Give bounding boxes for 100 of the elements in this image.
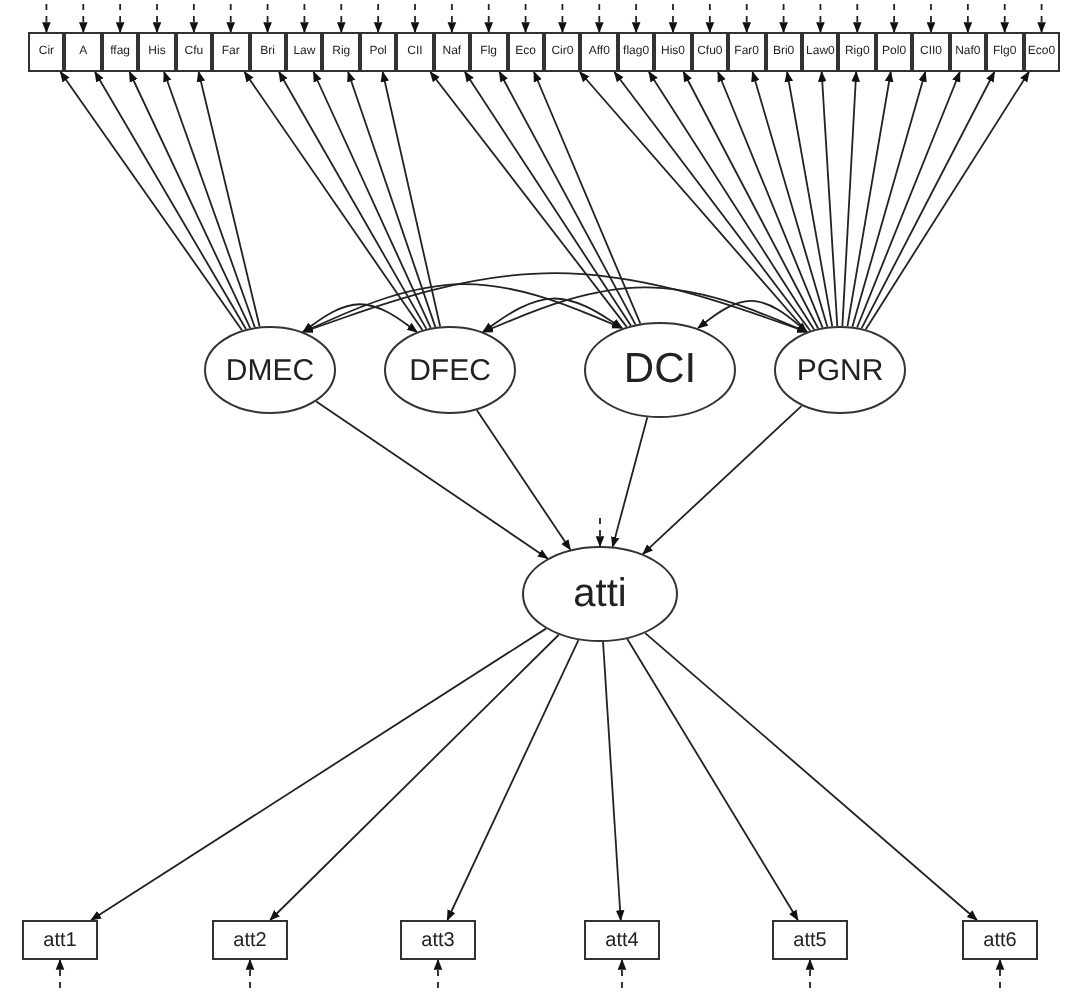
observed-variable-box bbox=[138, 32, 176, 72]
observed-variable-box bbox=[175, 32, 213, 72]
observed-variable-box bbox=[728, 32, 766, 72]
error-arrow bbox=[433, 958, 443, 989]
error-arrow bbox=[245, 958, 255, 989]
error-arrow bbox=[816, 3, 825, 34]
path-arrow bbox=[602, 641, 625, 922]
path-arrow bbox=[846, 70, 894, 328]
error-arrow bbox=[705, 3, 715, 34]
observed-variable-box bbox=[507, 32, 544, 72]
observed-variable-box bbox=[101, 32, 139, 72]
observed-variable-box bbox=[64, 32, 102, 72]
latent-variable-ellipse bbox=[522, 546, 678, 642]
observed-variable-box bbox=[949, 32, 987, 72]
path-arrow bbox=[642, 404, 803, 555]
path-arrow bbox=[464, 71, 632, 327]
observed-variable-box bbox=[912, 32, 950, 72]
path-arrow bbox=[860, 71, 996, 330]
error-arrow bbox=[995, 958, 1005, 989]
error-arrow bbox=[558, 3, 567, 34]
path-arrow bbox=[611, 416, 649, 548]
observed-variable-box bbox=[802, 32, 839, 72]
observed-variable-box bbox=[875, 32, 913, 72]
latent-variable-ellipse bbox=[774, 326, 906, 414]
observed-variable-box bbox=[772, 920, 848, 960]
variable-name: DMEC bbox=[225, 353, 315, 387]
path-arrow bbox=[278, 71, 428, 330]
variable-name: PGNR bbox=[796, 353, 884, 387]
path-arrow bbox=[476, 409, 572, 551]
path-arrow bbox=[613, 71, 812, 332]
observed-variable-box bbox=[400, 920, 476, 960]
path-arrow bbox=[717, 71, 824, 329]
error-arrow bbox=[595, 517, 605, 548]
variable-name: att4 bbox=[605, 929, 639, 951]
path-arrow bbox=[347, 71, 437, 328]
path-arrow bbox=[644, 632, 978, 921]
path-arrow bbox=[864, 71, 1030, 331]
path-arrow bbox=[128, 71, 252, 329]
observed-variable-box bbox=[212, 32, 250, 72]
error-arrow bbox=[42, 3, 51, 34]
path-arrow bbox=[90, 627, 547, 921]
observed-variable-box bbox=[986, 32, 1024, 72]
path-arrow bbox=[841, 70, 860, 327]
path-arrow bbox=[312, 71, 432, 329]
error-arrow bbox=[631, 3, 641, 34]
variable-name: att5 bbox=[793, 929, 827, 951]
path-arrow bbox=[626, 638, 799, 921]
path-arrow bbox=[163, 71, 256, 329]
path-arrow bbox=[269, 633, 560, 921]
error-arrow bbox=[410, 3, 420, 34]
covariance-arrow bbox=[482, 286, 808, 333]
error-arrow bbox=[1000, 3, 1010, 34]
path-arrow bbox=[429, 71, 628, 328]
variable-name: att1 bbox=[43, 929, 77, 951]
error-arrow bbox=[226, 3, 236, 34]
error-arrow bbox=[78, 3, 88, 34]
error-arrow bbox=[152, 3, 162, 34]
variable-name: att6 bbox=[983, 929, 1017, 951]
observed-variable-box bbox=[249, 32, 286, 72]
observed-variable-box bbox=[322, 32, 360, 72]
error-arrow bbox=[926, 3, 936, 34]
observed-variable-box bbox=[544, 32, 581, 72]
covariance-arrow bbox=[302, 303, 418, 333]
observed-variable-box bbox=[212, 920, 288, 960]
path-arrow bbox=[784, 70, 834, 328]
covariance-arrow bbox=[697, 300, 808, 333]
path-arrow bbox=[856, 71, 961, 329]
variable-name: atti bbox=[573, 571, 627, 617]
path-arrow bbox=[94, 71, 247, 330]
error-arrow bbox=[805, 958, 815, 989]
error-arrow bbox=[336, 3, 346, 34]
error-arrow bbox=[300, 3, 309, 34]
observed-variable-box bbox=[470, 32, 508, 72]
path-arrow bbox=[817, 70, 839, 327]
error-arrow bbox=[852, 3, 862, 34]
path-arrow bbox=[851, 70, 927, 328]
observed-variable-box bbox=[584, 920, 660, 960]
observed-variable-box bbox=[838, 32, 876, 72]
path-arrow bbox=[533, 71, 642, 325]
error-arrow bbox=[447, 3, 457, 34]
latent-variable-ellipse bbox=[384, 326, 516, 414]
observed-variable-box bbox=[962, 920, 1038, 960]
error-arrow bbox=[1037, 3, 1046, 34]
covariance-arrow bbox=[302, 272, 808, 333]
observed-variable-box bbox=[617, 32, 655, 72]
error-arrow bbox=[889, 3, 899, 34]
observed-variable-box bbox=[765, 32, 802, 72]
error-arrow bbox=[617, 958, 627, 989]
observed-variable-box bbox=[1023, 32, 1060, 72]
observed-variable-box bbox=[22, 920, 98, 960]
error-arrow bbox=[668, 3, 678, 34]
covariance-arrow bbox=[482, 297, 623, 333]
error-arrow bbox=[521, 3, 530, 34]
observed-variable-box bbox=[286, 32, 323, 72]
error-arrow bbox=[779, 3, 788, 34]
observed-variable-box bbox=[28, 32, 65, 72]
observed-variable-box bbox=[691, 32, 729, 72]
path-arrow bbox=[243, 71, 424, 331]
path-arrow bbox=[315, 400, 549, 560]
path-arrow bbox=[196, 70, 261, 328]
